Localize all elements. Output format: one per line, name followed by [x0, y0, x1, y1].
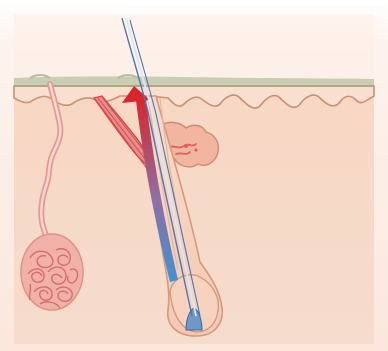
skin-diagram-svg [0, 0, 388, 351]
skin-diagram [0, 0, 388, 351]
